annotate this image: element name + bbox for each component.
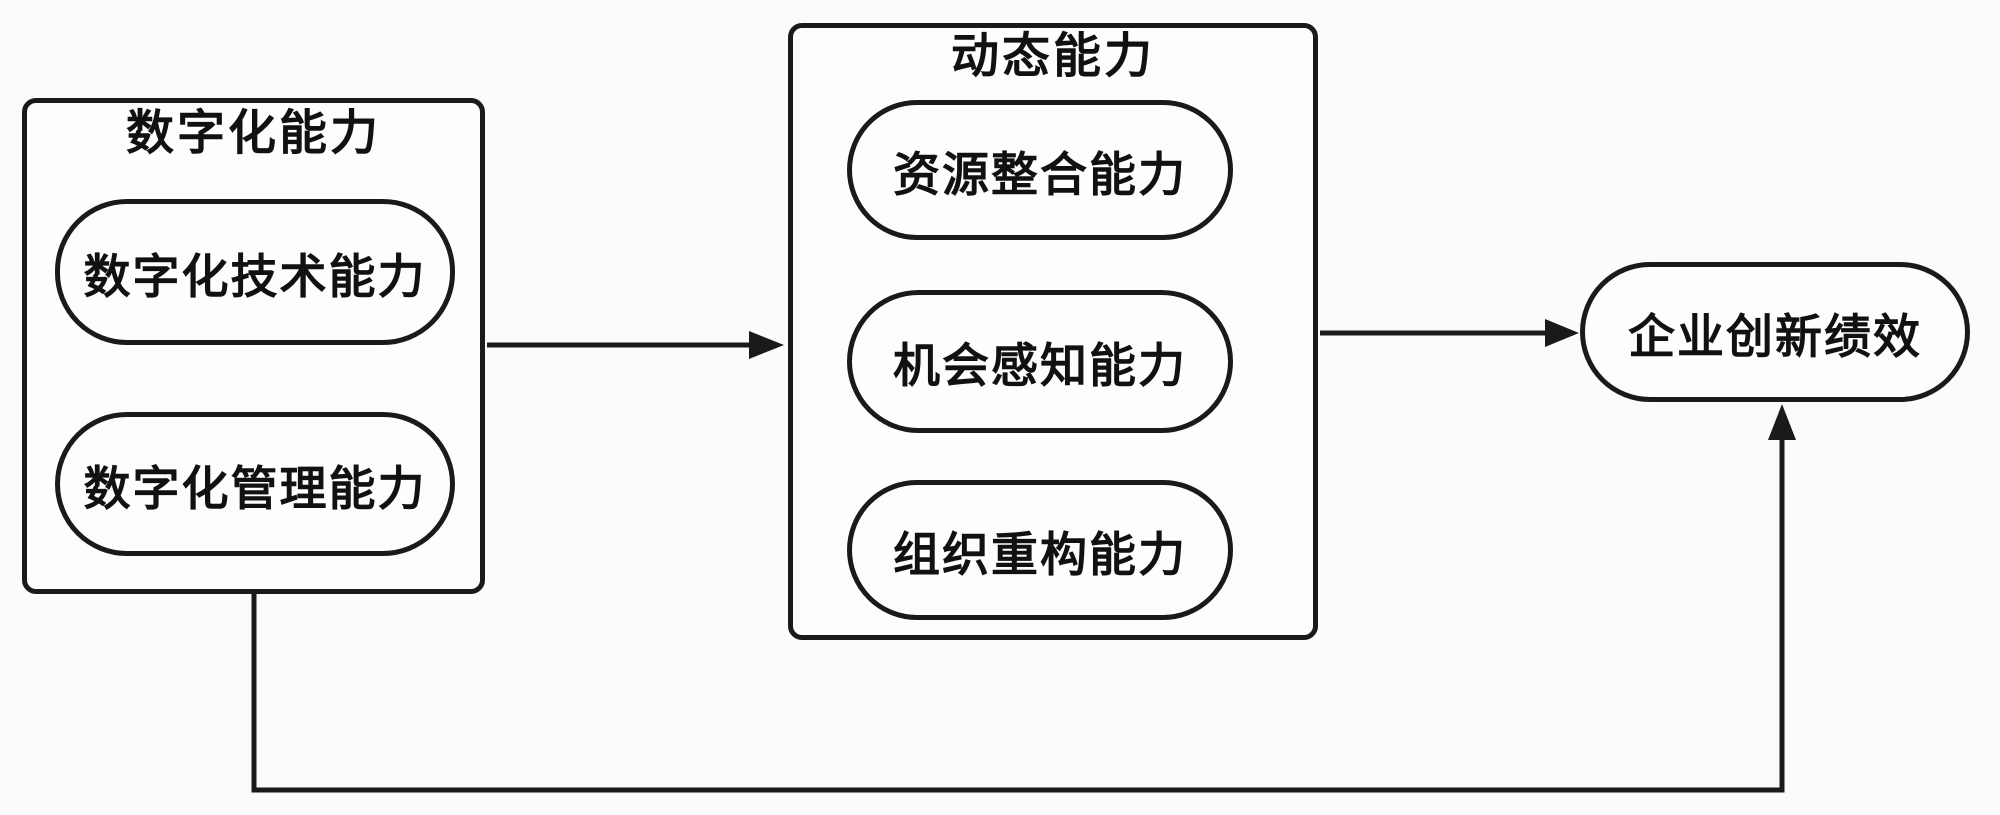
arrow-dynamic-to-performance-head	[1545, 319, 1579, 347]
group-digital-capability-title: 数字化能力	[125, 107, 381, 160]
group-dynamic-capability-title: 动态能力	[950, 30, 1155, 83]
node-organizational-reconfiguration-capability-label: 组织重构能力	[893, 529, 1187, 582]
node-enterprise-innovation-performance-label: 企业创新绩效	[1628, 311, 1922, 364]
node-digital-technology-capability: 数字化技术能力	[55, 199, 455, 345]
node-digital-management-capability-label: 数字化管理能力	[83, 463, 427, 516]
node-resource-integration-capability-label: 资源整合能力	[893, 149, 1187, 202]
node-opportunity-sensing-capability: 机会感知能力	[847, 290, 1233, 433]
node-digital-management-capability: 数字化管理能力	[55, 412, 455, 556]
node-organizational-reconfiguration-capability: 组织重构能力	[847, 480, 1233, 620]
node-enterprise-innovation-performance: 企业创新绩效	[1580, 262, 1970, 402]
node-digital-technology-capability-label: 数字化技术能力	[83, 251, 427, 304]
node-resource-integration-capability: 资源整合能力	[847, 100, 1233, 240]
arrow-digital-to-performance-head	[1768, 404, 1796, 440]
arrow-digital-to-dynamic-head	[749, 331, 784, 359]
node-opportunity-sensing-capability-label: 机会感知能力	[893, 341, 1187, 393]
